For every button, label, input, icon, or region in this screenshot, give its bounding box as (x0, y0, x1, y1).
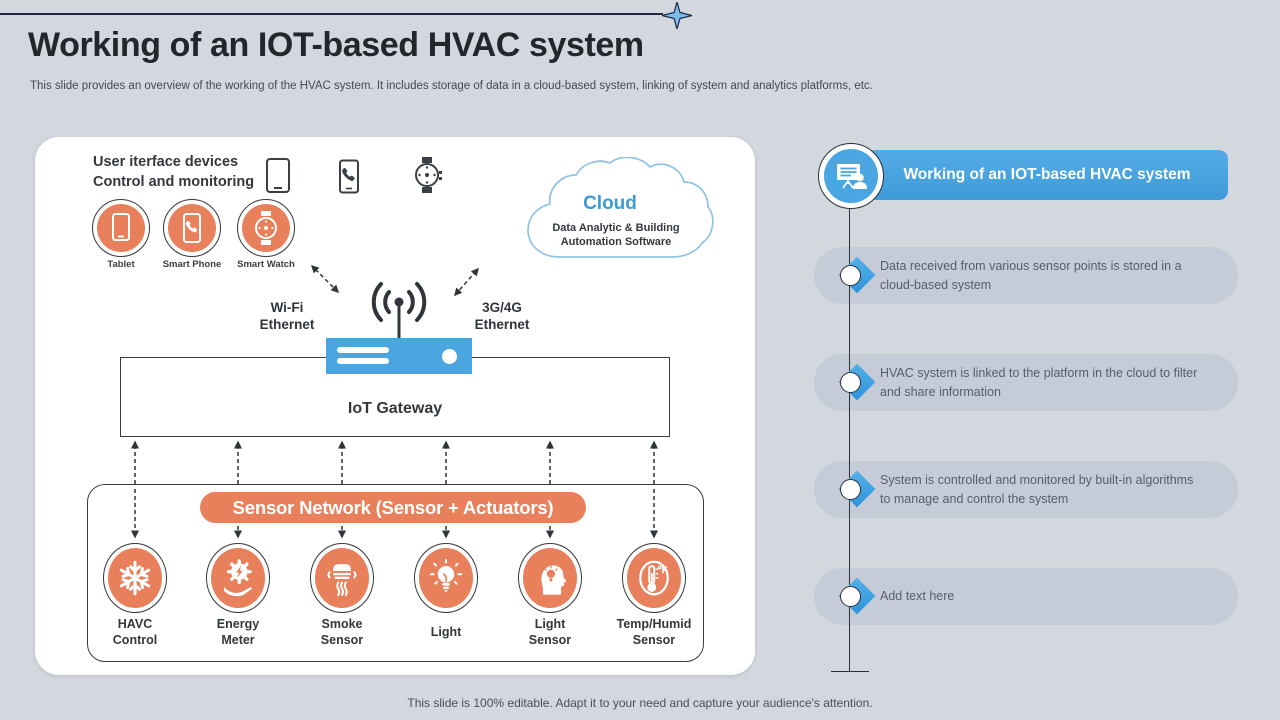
timeline-end-bar (831, 671, 869, 672)
smartwatch-icon (242, 204, 290, 252)
timeline-marker-circle (840, 265, 861, 286)
energy-meter-icon (211, 548, 265, 608)
smoke-detector-icon (315, 548, 369, 608)
top-divider-line (0, 13, 663, 15)
tablet-icon (97, 204, 145, 252)
sensor-circle-smoke (310, 543, 374, 613)
light-bulb-icon (419, 548, 473, 608)
snowflake-icon (108, 548, 162, 608)
sparkle-star-icon (662, 2, 692, 29)
timeline-item: Add text here (814, 568, 1238, 625)
sensor-circle-light (414, 543, 478, 613)
device-label: Smart Phone (162, 259, 222, 270)
device-circle-tablet (92, 199, 150, 257)
sensor-label: Energy Meter (216, 617, 260, 647)
sensor-circle-havc (103, 543, 167, 613)
page-subtitle: This slide provides an overview of the w… (30, 80, 873, 92)
smartwatch-outline-icon (415, 157, 442, 193)
timeline-item: Data received from various sensor points… (814, 247, 1238, 304)
svg-text:F: F (662, 566, 668, 577)
timeline-item: System is controlled and monitored by bu… (814, 461, 1238, 518)
device-circle-smartphone (163, 199, 221, 257)
timeline-line (849, 206, 850, 672)
timeline-marker-circle (840, 372, 861, 393)
footer-note: This slide is 100% editable. Adapt it to… (407, 696, 873, 710)
page-title: Working of an IOT-based HVAC system (28, 26, 644, 64)
cloud-icon (527, 156, 714, 258)
thermometer-icon: F (627, 548, 681, 608)
device-label: Smart Watch (237, 259, 295, 270)
device-circle-smartwatch (237, 199, 295, 257)
timeline-marker-circle (840, 479, 861, 500)
wifi-ethernet-label: Wi-Fi Ethernet (259, 300, 315, 332)
diagram-panel: User iterface devices Control and monito… (35, 137, 755, 675)
device-label: Tablet (107, 259, 135, 270)
presentation-icon (824, 149, 878, 203)
sensor-circle-energy (206, 543, 270, 613)
head-bulb-icon (523, 548, 577, 608)
cloud-shape: Cloud Data Analytic & Building Automatio… (520, 156, 716, 271)
devices-heading: User iterface devices Control and monito… (93, 154, 255, 190)
cloud-title: Cloud (583, 193, 637, 214)
sensor-label: Smoke Sensor (320, 617, 364, 647)
sensor-label: Temp/Humid Sensor (616, 617, 692, 647)
router-icon (326, 338, 472, 374)
sensor-network-title: Sensor Network (Sensor + Actuators) (200, 492, 586, 523)
timeline-header-badge (818, 143, 884, 209)
iot-gateway-label: IoT Gateway (347, 400, 443, 417)
sensor-label: HAVC Control (112, 617, 158, 647)
sensor-circle-temp: F (622, 543, 686, 613)
sensor-label: Light (430, 625, 462, 639)
3g4g-ethernet-label: 3G/4G Ethernet (474, 300, 530, 332)
wifi-icon (371, 282, 427, 340)
tablet-outline-icon (266, 158, 290, 193)
timeline-item: HVAC system is linked to the platform in… (814, 354, 1238, 411)
timeline-header: Working of an IOT-based HVAC system (866, 150, 1228, 200)
timeline-marker-circle (840, 586, 861, 607)
sensor-circle-light-sensor (518, 543, 582, 613)
sensor-label: Light Sensor (528, 617, 572, 647)
smartphone-outline-icon (339, 159, 359, 194)
cloud-subtitle: Data Analytic & Building Automation Soft… (552, 222, 680, 249)
smartphone-icon (168, 204, 216, 252)
